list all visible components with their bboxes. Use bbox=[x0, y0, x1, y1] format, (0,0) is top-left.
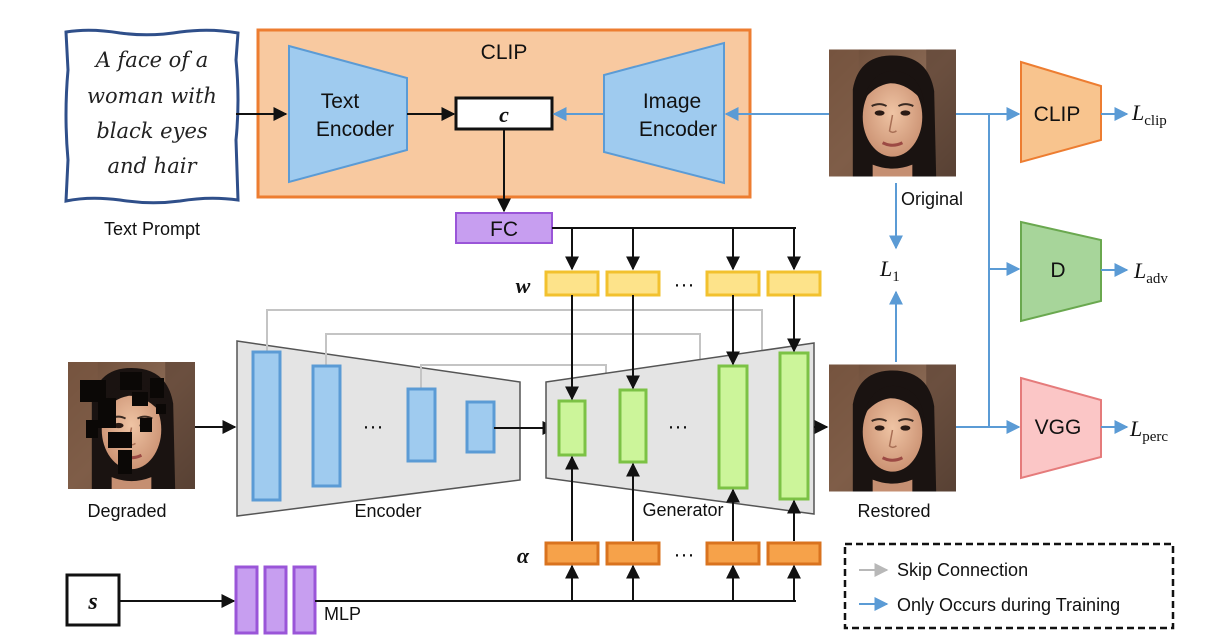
w-vector bbox=[544, 270, 600, 297]
alpha-vector bbox=[705, 541, 761, 566]
legend-skip-label: Skip Connection bbox=[897, 560, 1028, 580]
generator-ellipsis: ··· bbox=[668, 415, 689, 438]
generator-layer bbox=[557, 399, 587, 457]
prompt-wavy-border bbox=[64, 28, 240, 205]
generator-label: Generator bbox=[642, 500, 723, 520]
mlp-layer bbox=[292, 565, 317, 635]
encoder-ellipsis: ··· bbox=[363, 415, 384, 438]
text-encoder-label: Encoder bbox=[316, 118, 394, 141]
generator-layer bbox=[618, 388, 648, 464]
encoder-trapezoid bbox=[236, 340, 521, 517]
prompt-line: and hair bbox=[108, 154, 199, 178]
vgg-loss-head bbox=[1020, 376, 1102, 480]
encoder-label: Encoder bbox=[354, 501, 421, 521]
degraded-caption: Degraded bbox=[87, 501, 166, 521]
clip-loss-head bbox=[1020, 60, 1102, 164]
vgg-head-label: VGG bbox=[1035, 416, 1082, 439]
alpha-ellipsis: ··· bbox=[674, 543, 695, 566]
alpha-vector bbox=[544, 541, 600, 566]
l1-loss: L1 bbox=[879, 256, 900, 285]
original-image bbox=[829, 48, 956, 178]
degradation-mask bbox=[80, 372, 166, 474]
mlp-layer bbox=[234, 565, 259, 635]
alpha-vector bbox=[605, 541, 661, 566]
encoder-layer bbox=[406, 387, 437, 463]
restored-caption: Restored bbox=[857, 501, 930, 521]
text-prompt-caption: Text Prompt bbox=[104, 219, 200, 239]
generator-layer bbox=[717, 364, 749, 490]
legend: Skip Connection Only Occurs during Train… bbox=[843, 542, 1175, 630]
s-symbol: s bbox=[87, 589, 97, 615]
alpha-label: α bbox=[517, 543, 530, 568]
fc-label: FC bbox=[490, 218, 518, 241]
legend-training-label: Only Occurs during Training bbox=[897, 595, 1120, 615]
clip-head-label: CLIP bbox=[1034, 103, 1081, 126]
w-vector bbox=[705, 270, 761, 297]
encoder-layer bbox=[465, 400, 496, 454]
generator-layer bbox=[778, 351, 810, 501]
w-vector bbox=[605, 270, 661, 297]
fc-layer bbox=[455, 212, 553, 244]
prompt-line: black eyes bbox=[96, 119, 208, 143]
l-clip-loss: Lclip bbox=[1131, 100, 1167, 129]
mlp-layer bbox=[263, 565, 288, 635]
encoder-layer bbox=[311, 364, 342, 488]
l-adv-loss: Ladv bbox=[1133, 258, 1168, 287]
image-encoder-label: Image bbox=[643, 90, 701, 113]
image-encoder-label: Encoder bbox=[639, 118, 717, 141]
alpha-vector bbox=[766, 541, 822, 566]
original-caption: Original bbox=[901, 189, 963, 209]
image-encoder-shape bbox=[603, 41, 725, 185]
prompt-line: woman with bbox=[87, 84, 217, 108]
prompt-line: A face of a bbox=[94, 48, 209, 72]
mlp-label: MLP bbox=[324, 604, 361, 624]
clip-embedding-symbol: c bbox=[499, 102, 509, 127]
d-head-label: D bbox=[1050, 259, 1065, 282]
legend-box bbox=[843, 542, 1175, 630]
degraded-image bbox=[68, 362, 195, 489]
text-encoder-shape bbox=[288, 44, 408, 184]
training-bus bbox=[956, 113, 990, 428]
restored-image bbox=[829, 364, 956, 492]
w-ellipsis: ··· bbox=[674, 273, 695, 296]
w-label: w bbox=[516, 273, 531, 298]
text-encoder-label: Text bbox=[321, 90, 360, 113]
text-prompt-card: A face of a woman with black eyes and ha… bbox=[64, 28, 240, 205]
l-perc-loss: Lperc bbox=[1129, 416, 1168, 445]
w-vector bbox=[766, 270, 822, 297]
discriminator-head bbox=[1020, 220, 1102, 323]
encoder-layer bbox=[251, 350, 282, 502]
clip-block-title: CLIP bbox=[481, 41, 528, 64]
